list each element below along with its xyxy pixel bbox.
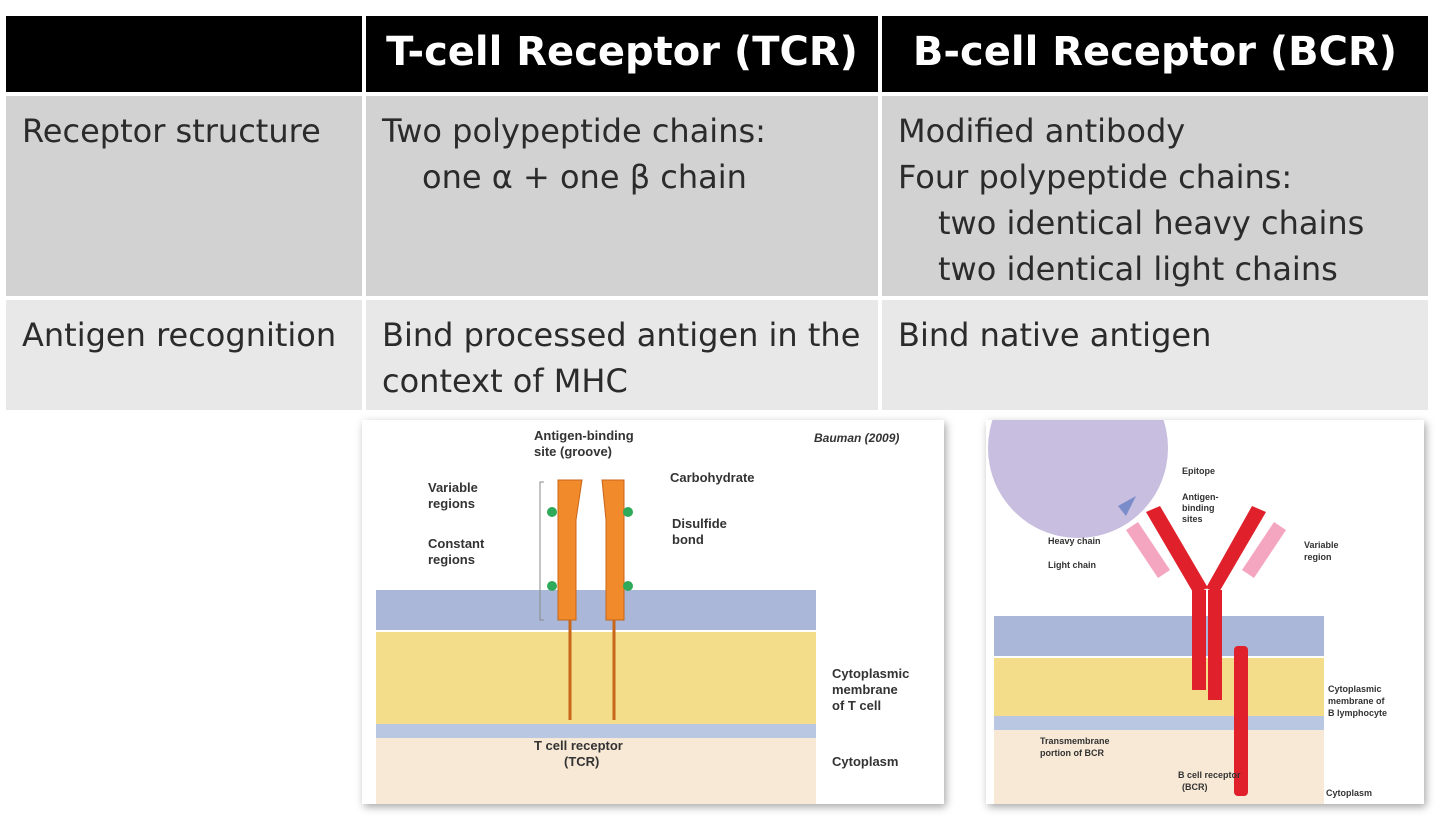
tcr-structure-cell: Two polypeptide chains: one α + one β ch… (366, 96, 878, 296)
tcr-label-constant-1: Constant (428, 536, 485, 551)
carbohydrate-dot (547, 507, 557, 517)
tcr-structure-line1: Two polypeptide chains: (382, 112, 766, 150)
tcr-structure-line2: one α + one β chain (422, 158, 747, 196)
tcr-membrane-top (376, 590, 816, 630)
bcr-label-antigen-binding-1: Antigen- (1182, 492, 1219, 502)
tcr-label-cytoplasm: Cytoplasm (832, 754, 898, 769)
bcr-label-transmembrane-2: portion of BCR (1040, 748, 1104, 758)
region-bracket (539, 481, 544, 621)
tcr-figure: Bauman (2009) Antigen-binding site (groo… (362, 420, 944, 804)
bcr-label-receptor-1: B cell receptor (1178, 770, 1241, 780)
bcr-heavy-chain-stem-left (1192, 590, 1206, 690)
table-header-row: T-cell Receptor (TCR) B-cell Receptor (B… (6, 16, 1428, 92)
bcr-membrane-lipid (994, 658, 1324, 716)
tcr-diagram: Bauman (2009) Antigen-binding site (groo… (376, 428, 909, 804)
bcr-label-transmembrane-1: Transmembrane (1040, 736, 1110, 746)
bcr-recognition-cell: Bind native antigen (882, 300, 1428, 410)
bcr-label-membrane-2: membrane of (1328, 696, 1386, 706)
bcr-label-membrane-3: B lymphocyte (1328, 708, 1387, 718)
table-row-receptor-structure: Receptor structure Two polypeptide chain… (6, 96, 1428, 296)
tcr-recognition-cell: Bind processed antigen in the context of… (366, 300, 878, 410)
bcr-light-chain-right (1242, 522, 1286, 578)
bcr-label-antigen-binding-3: sites (1182, 514, 1203, 524)
bcr-structure-cell: Modified antibody Four polypeptide chain… (882, 96, 1428, 296)
bcr-label-receptor-2: (BCR) (1182, 782, 1208, 792)
carbohydrate-dot (623, 507, 633, 517)
row-label-receptor-structure: Receptor structure (6, 96, 362, 296)
bcr-diagram: Epitope Antigen- binding sites Heavy cha… (988, 420, 1387, 804)
tcr-label-variable-2: regions (428, 496, 475, 511)
bcr-transmembrane (1234, 646, 1248, 796)
epitope-mark (1118, 496, 1136, 516)
bcr-membrane-bottom (994, 716, 1324, 730)
tcr-label-receptor-1: T cell receptor (534, 738, 623, 753)
tcr-label-carbohydrate: Carbohydrate (670, 470, 755, 485)
bcr-figure: Epitope Antigen- binding sites Heavy cha… (986, 420, 1424, 804)
bcr-heavy-chain-left-arm (1146, 506, 1208, 594)
header-tcr: T-cell Receptor (TCR) (366, 16, 878, 92)
tcr-alpha-chain (557, 479, 583, 621)
bcr-heavy-chain-stem-right (1208, 590, 1222, 700)
carbohydrate-dot (623, 581, 633, 591)
tcr-label-constant-2: regions (428, 552, 475, 567)
tcr-credit: Bauman (2009) (814, 431, 899, 445)
bcr-cytoplasm-area (994, 730, 1324, 804)
bcr-label-antigen-binding-2: binding (1182, 503, 1215, 513)
bcr-membrane-top (994, 616, 1324, 656)
bcr-structure-line1: Modified antibody (898, 112, 1186, 150)
row-label-antigen-recognition: Antigen recognition (6, 300, 362, 410)
bcr-heavy-chain-right-arm (1206, 506, 1266, 594)
bcr-light-chain-left (1126, 522, 1170, 578)
bcr-structure-line2: Four polypeptide chains: (898, 158, 1293, 196)
tcr-label-membrane-3: of T cell (832, 698, 881, 713)
bcr-structure-line3: two identical heavy chains (938, 204, 1365, 242)
tcr-membrane-lipid (376, 632, 816, 724)
tcr-label-antigen-binding-2: site (groove) (534, 444, 612, 459)
tcr-label-variable-1: Variable (428, 480, 478, 495)
tcr-cytoplasm-area (376, 738, 816, 804)
carbohydrate-dot (547, 581, 557, 591)
bcr-label-cytoplasm: Cytoplasm (1326, 788, 1372, 798)
tcr-label-disulfide-2: bond (672, 532, 704, 547)
tcr-label-antigen-binding-1: Antigen-binding (534, 428, 634, 443)
bcr-label-light-chain: Light chain (1048, 560, 1096, 570)
tcr-membrane-bottom (376, 724, 816, 738)
bcr-label-membrane-1: Cytoplasmic (1328, 684, 1382, 694)
header-empty (6, 16, 362, 92)
bcr-label-variable-1: Variable (1304, 540, 1339, 550)
bcr-label-variable-2: region (1304, 552, 1332, 562)
bcr-label-heavy-chain: Heavy chain (1048, 536, 1101, 546)
tcr-label-membrane-1: Cytoplasmic (832, 666, 909, 681)
table-row-antigen-recognition: Antigen recognition Bind processed antig… (6, 300, 1428, 410)
tcr-label-membrane-2: membrane (832, 682, 898, 697)
bcr-structure-line4: two identical light chains (938, 250, 1338, 288)
tcr-label-receptor-2: (TCR) (564, 754, 599, 769)
comparison-table: T-cell Receptor (TCR) B-cell Receptor (B… (6, 16, 1428, 410)
tcr-label-disulfide-1: Disulfide (672, 516, 727, 531)
antigen-sphere (988, 420, 1168, 538)
header-bcr: B-cell Receptor (BCR) (882, 16, 1428, 92)
bcr-label-epitope: Epitope (1182, 466, 1215, 476)
